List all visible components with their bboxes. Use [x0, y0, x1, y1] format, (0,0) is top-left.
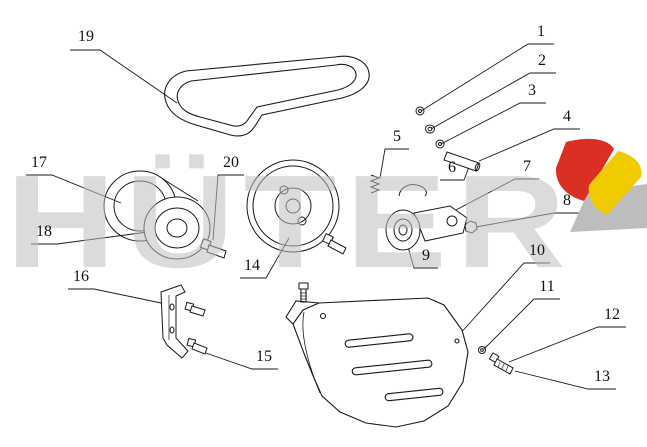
- callout-18: 18: [36, 223, 52, 240]
- callout-1: 1: [537, 23, 545, 40]
- callout-20: 20: [223, 154, 239, 171]
- callout-14: 14: [244, 257, 260, 274]
- v-belt-drawing: [164, 55, 370, 137]
- bolt-20-drawing: [199, 238, 227, 259]
- callout-16: 16: [73, 268, 89, 285]
- pulley-bolts-drawing: [298, 233, 347, 303]
- cover-plate-drawing: [285, 297, 469, 428]
- front-pulley-drawing: [246, 159, 340, 253]
- callout-3: 3: [528, 82, 536, 99]
- callout-5: 5: [393, 128, 401, 145]
- rear-pulley-drawing: [103, 170, 211, 260]
- callout-12: 12: [604, 306, 620, 323]
- callout-17: 17: [31, 154, 47, 171]
- cover-screws-drawing: [478, 346, 514, 375]
- bracket-bolts-drawing: [184, 301, 208, 355]
- callout-8: 8: [563, 192, 571, 209]
- callout-10: 10: [529, 242, 545, 259]
- callout-19: 19: [78, 28, 94, 45]
- callout-2: 2: [538, 52, 546, 69]
- callout-9: 9: [422, 247, 430, 264]
- callout-6: 6: [448, 159, 456, 176]
- callout-7: 7: [523, 158, 531, 175]
- callout-15: 15: [256, 348, 272, 365]
- small-hardware-drawing: [415, 106, 481, 172]
- callout-11: 11: [539, 278, 555, 295]
- bracket-drawing: [160, 284, 189, 359]
- tensioner-drawing: [369, 174, 478, 251]
- callout-4: 4: [563, 108, 571, 125]
- callout-13: 13: [594, 368, 610, 385]
- leader-lines: [26, 43, 626, 390]
